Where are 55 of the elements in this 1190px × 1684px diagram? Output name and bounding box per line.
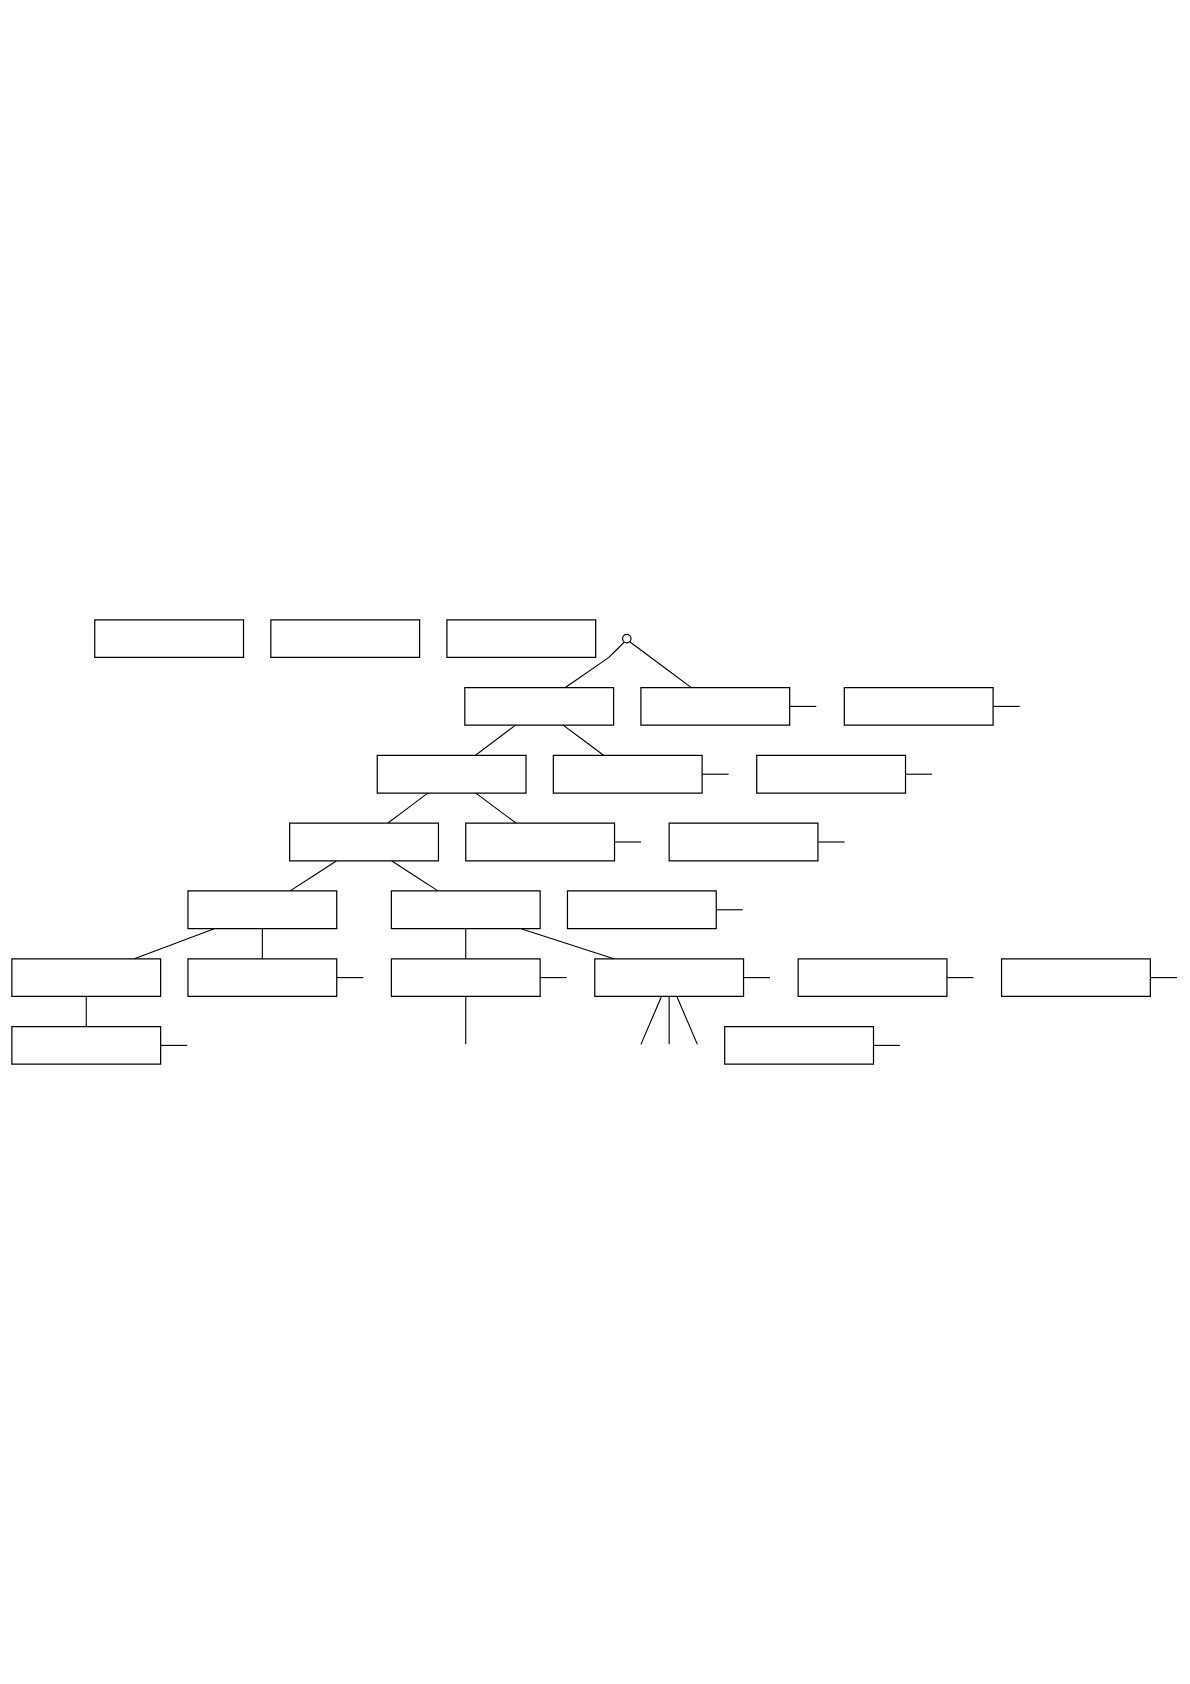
connector <box>391 860 439 892</box>
connector <box>992 705 1021 707</box>
node-circle <box>621 633 632 644</box>
node-box <box>289 822 440 862</box>
connector <box>676 996 698 1045</box>
connector <box>261 928 263 960</box>
node-box <box>566 890 717 930</box>
node-box <box>552 754 703 794</box>
node-box <box>640 686 791 726</box>
connector <box>629 641 692 688</box>
connector <box>387 792 429 824</box>
node-box <box>94 619 245 659</box>
connector <box>905 773 933 775</box>
connector <box>614 841 642 843</box>
connector <box>873 1044 901 1046</box>
node-box <box>187 958 338 998</box>
connector <box>640 996 662 1045</box>
connector <box>565 641 625 688</box>
node-box <box>594 958 745 998</box>
node-box <box>756 754 907 794</box>
connector <box>743 977 771 979</box>
connector <box>520 928 615 960</box>
node-box <box>797 958 948 998</box>
node-box <box>11 1025 162 1065</box>
node-box <box>187 890 338 930</box>
node-box <box>376 754 527 794</box>
connector <box>701 773 730 775</box>
node-box <box>464 686 615 726</box>
connector <box>539 977 568 979</box>
connector <box>289 860 337 892</box>
node-box <box>465 822 616 862</box>
connector <box>946 977 975 979</box>
connector <box>133 928 215 960</box>
connector <box>475 792 517 824</box>
node-box <box>843 686 994 726</box>
connector <box>817 841 846 843</box>
connector <box>1150 977 1178 979</box>
node-box <box>668 822 819 862</box>
node-box <box>390 958 541 998</box>
connector <box>465 928 467 960</box>
node-box <box>270 619 421 659</box>
node-box <box>446 619 597 659</box>
connector <box>474 724 516 756</box>
node-box <box>390 890 541 930</box>
connector <box>562 724 605 756</box>
connector <box>336 977 364 979</box>
connector <box>789 705 817 707</box>
connector <box>465 996 467 1045</box>
node-box <box>11 958 162 998</box>
node-box <box>1000 958 1151 998</box>
connector <box>160 1044 188 1046</box>
connector <box>715 909 744 911</box>
node-box <box>724 1025 875 1065</box>
connector <box>85 996 87 1028</box>
connector <box>668 996 670 1045</box>
